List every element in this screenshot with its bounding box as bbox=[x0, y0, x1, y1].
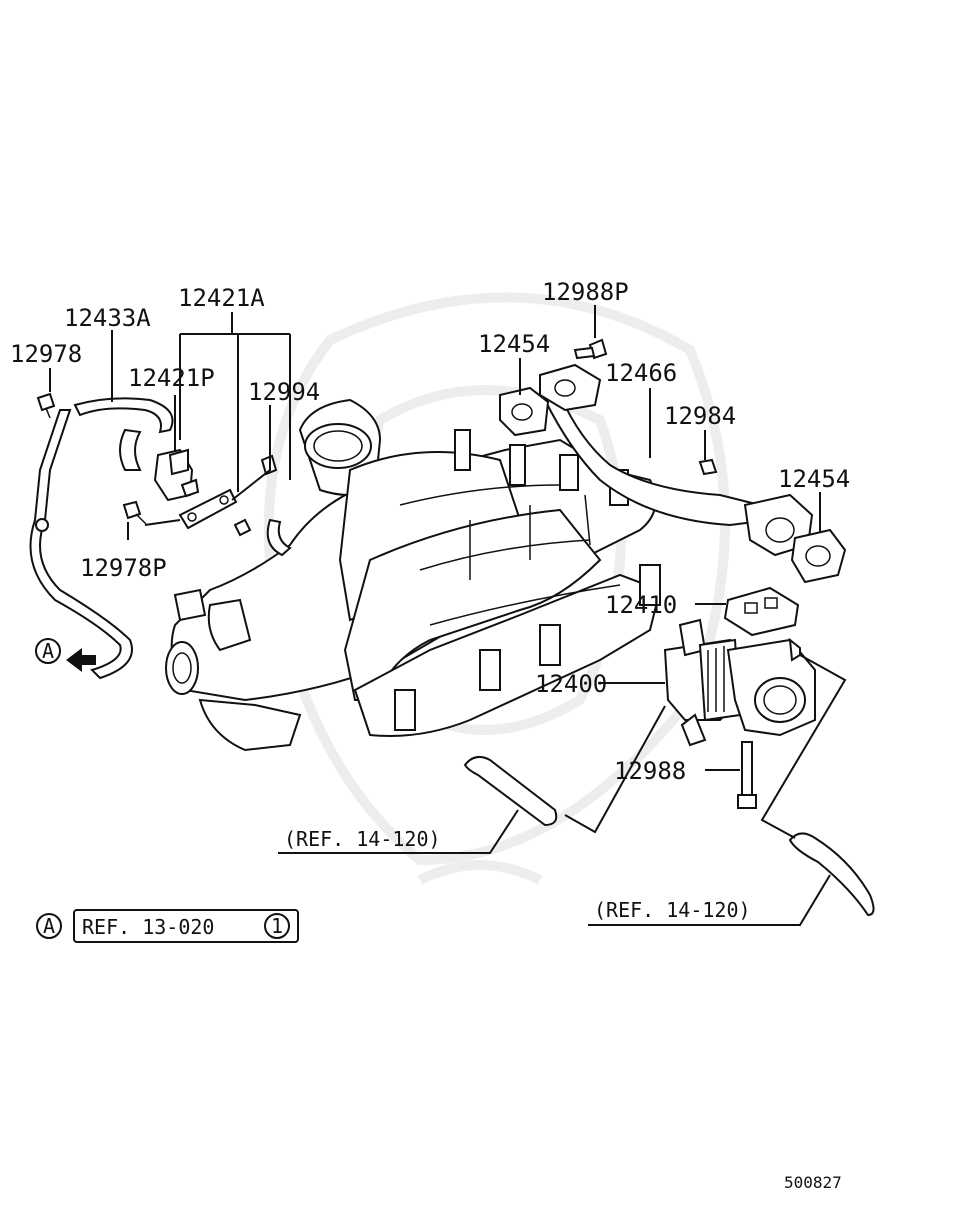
label-12988: 12988 bbox=[614, 757, 686, 785]
legend-a-circle bbox=[36, 913, 62, 939]
label-12994: 12994 bbox=[248, 378, 320, 406]
throttle-body-12400 bbox=[663, 618, 816, 747]
solenoid-valve-12421P bbox=[153, 448, 200, 502]
bolt-12978P bbox=[122, 500, 147, 525]
ref-left: (REF. 14-120) bbox=[284, 827, 441, 851]
label-12421A: 12421A bbox=[178, 284, 265, 312]
label-12984: 12984 bbox=[664, 402, 736, 430]
label-12466: 12466 bbox=[605, 359, 677, 387]
nut-12984 bbox=[698, 458, 718, 476]
label-12978P: 12978P bbox=[80, 554, 167, 582]
intake-manifold bbox=[165, 398, 662, 752]
gasket-12454-upper bbox=[499, 386, 550, 437]
egr-pipe-12466 bbox=[539, 363, 814, 557]
gasket-12454-lower bbox=[790, 528, 847, 584]
ref-box-text: REF. 13-020 bbox=[82, 915, 214, 939]
coolant-hose-left bbox=[463, 755, 558, 827]
label-12454-upper: 12454 bbox=[478, 330, 550, 358]
ref-box-index: 1 bbox=[271, 914, 283, 938]
marker-a-circle bbox=[35, 638, 61, 664]
vacuum-hose-12433A bbox=[29, 397, 174, 680]
arrow-icon bbox=[66, 648, 96, 672]
leader-lines bbox=[49, 305, 847, 926]
ref-box-index-circle bbox=[264, 913, 290, 939]
label-12421P: 12421P bbox=[128, 364, 215, 392]
label-12978: 12978 bbox=[10, 340, 82, 368]
bolt-12978 bbox=[36, 392, 56, 419]
hose-12994 bbox=[233, 454, 292, 557]
ref-right: (REF. 14-120) bbox=[594, 898, 751, 922]
coolant-hose-right bbox=[788, 832, 875, 917]
legend-a-text: A bbox=[43, 914, 55, 938]
label-12433A: 12433A bbox=[64, 304, 151, 332]
bolt-12988P bbox=[573, 338, 608, 360]
ref-box bbox=[73, 909, 299, 943]
references: (REF. 14-120) (REF. 14-120) A A REF. 13-… bbox=[35, 638, 751, 943]
bolt-12988 bbox=[737, 741, 757, 809]
label-12454-right: 12454 bbox=[778, 465, 850, 493]
bracket bbox=[178, 488, 238, 530]
marker-a-text: A bbox=[42, 639, 54, 663]
part-labels: 12421A 12433A 12978 12421P 12994 12978P … bbox=[10, 278, 850, 785]
label-12410: 12410 bbox=[605, 591, 677, 619]
diagram-code: 500827 bbox=[784, 1173, 842, 1192]
label-12400: 12400 bbox=[535, 670, 607, 698]
label-12988P: 12988P bbox=[542, 278, 629, 306]
gasket-12410 bbox=[723, 586, 800, 637]
